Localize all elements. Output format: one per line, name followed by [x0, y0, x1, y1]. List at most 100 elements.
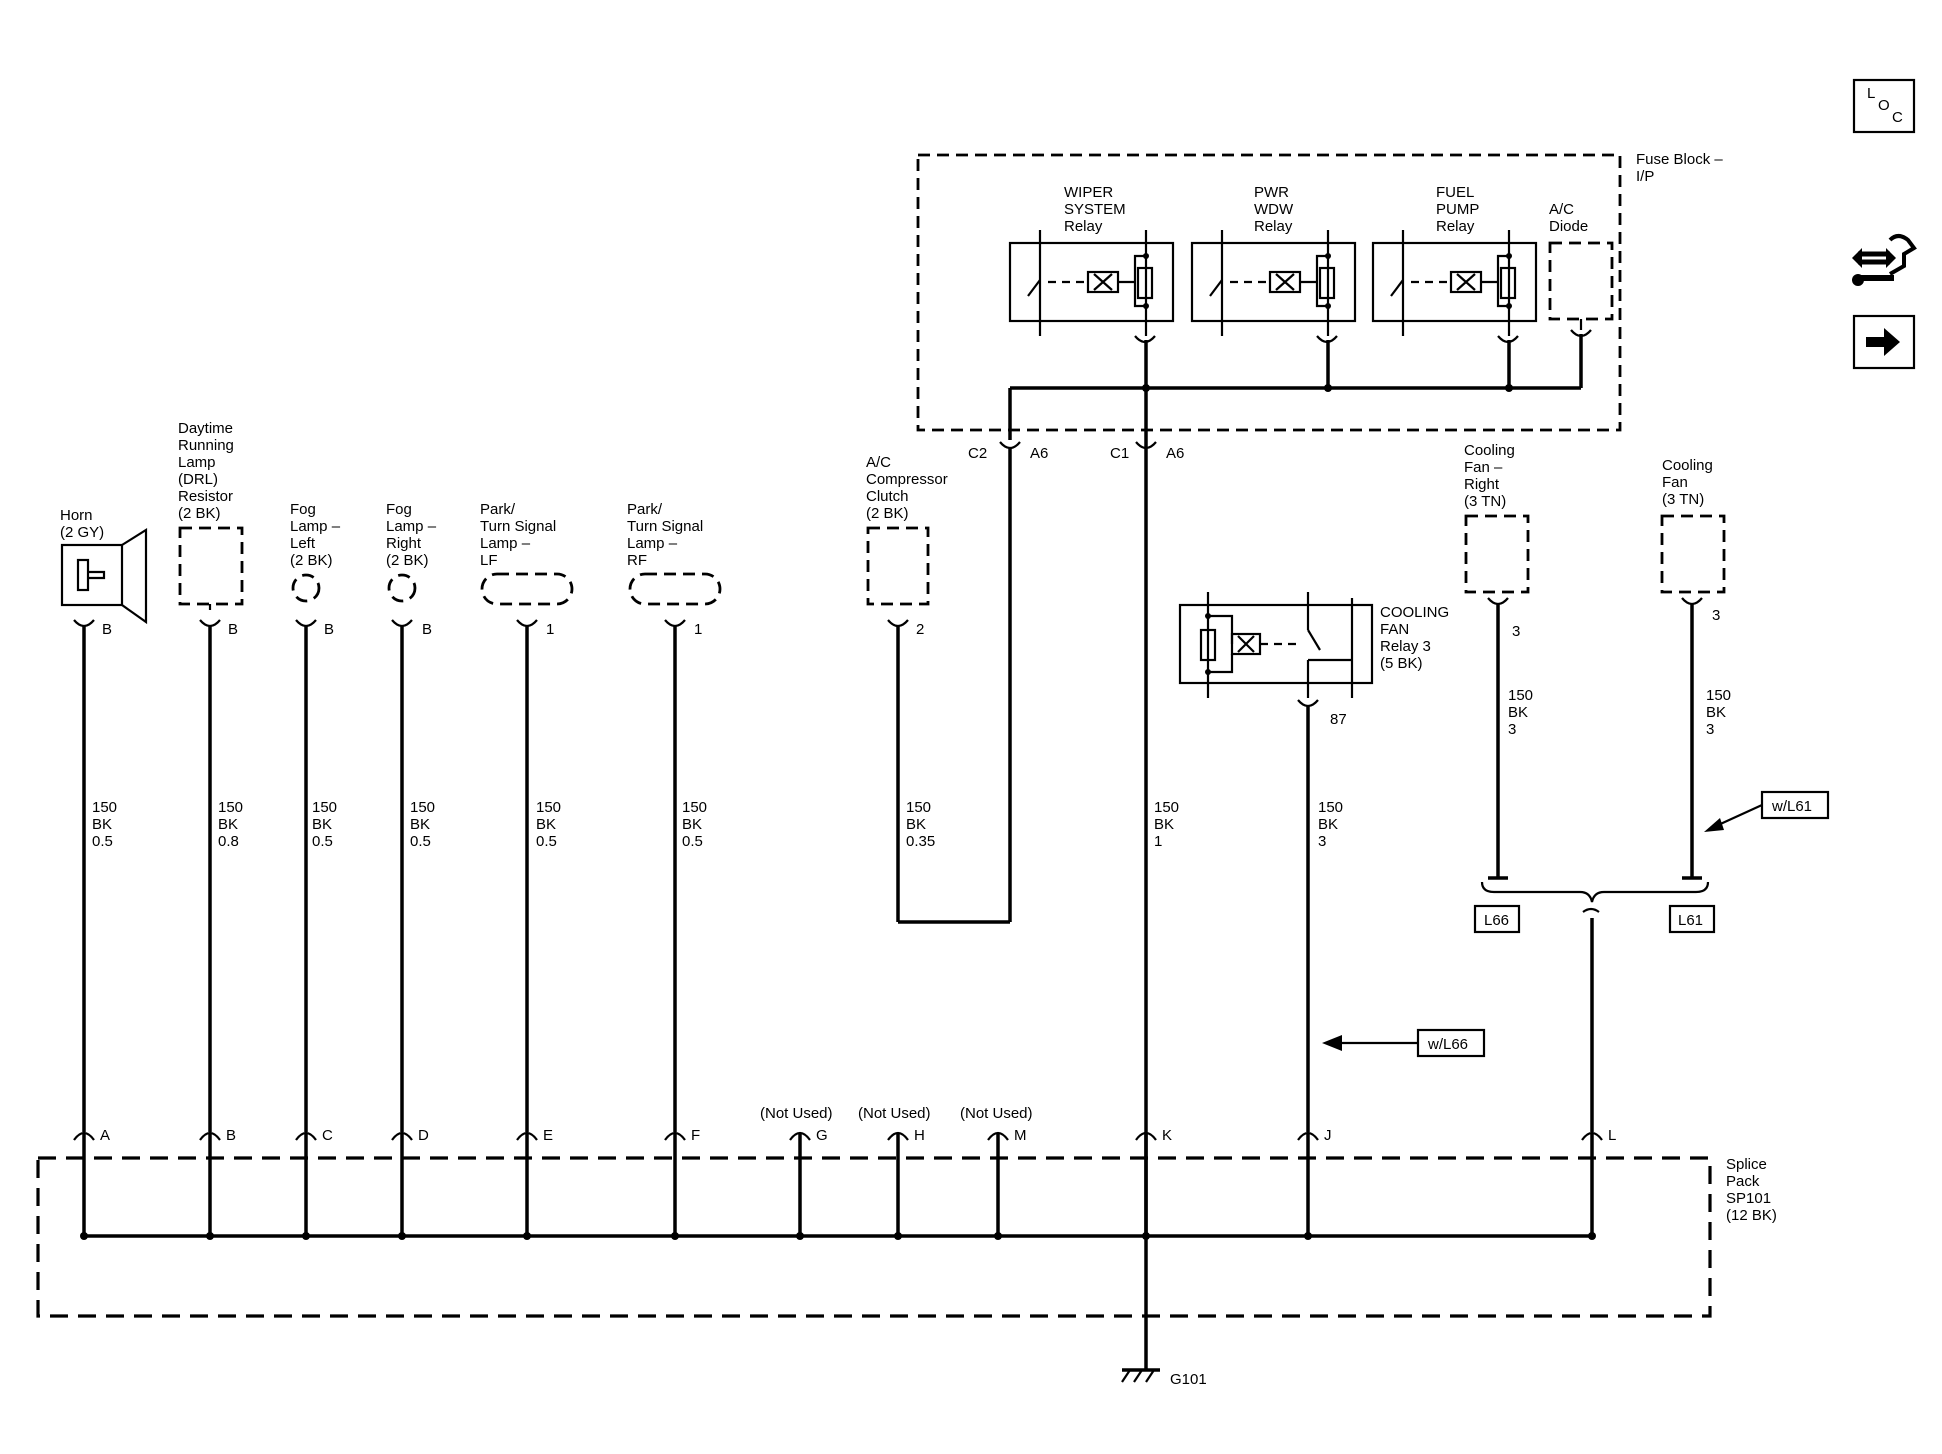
drl-pin: B	[228, 621, 238, 638]
wire-fan-relay-1: 150	[1318, 799, 1343, 816]
wire-horn-3: 0.5	[92, 833, 113, 850]
fuse-block-label-2: I/P	[1636, 168, 1654, 185]
fan-relay-pin: 87	[1330, 711, 1347, 728]
splice-pin-label: G	[816, 1127, 828, 1144]
wire-horn-2: BK	[92, 816, 112, 833]
wire-fan-right-3: 3	[1508, 721, 1516, 738]
splice-junction	[1588, 1232, 1596, 1240]
connector-c2: C2 A6	[968, 441, 1048, 462]
cooling-fan-relay-3: COOLING FAN Relay 3 (5 BK) 87	[1178, 592, 1449, 1132]
fan-relay-label-4: (5 BK)	[1380, 655, 1423, 672]
callout-wl61: w/L61	[1704, 790, 1830, 832]
fuel-label-2: PUMP	[1436, 201, 1479, 218]
fan-right-label-1: Cooling	[1464, 442, 1515, 459]
park-lf-label-3: Lamp –	[480, 535, 531, 552]
fog-left-label-4: (2 BK)	[290, 552, 333, 569]
splice-pin-label: J	[1324, 1127, 1332, 1144]
fan-relay-label-1: COOLING	[1380, 604, 1449, 621]
wire-fan-right-2: BK	[1508, 704, 1528, 721]
wiper-label-3: Relay	[1064, 218, 1103, 235]
splice-pin-arc	[516, 1131, 538, 1141]
fog-right-label-2: Lamp –	[386, 518, 437, 535]
wire-fan-right-1: 150	[1508, 687, 1533, 704]
fuse-block: Fuse Block – I/P WIPER SYSTEM Relay PWR …	[916, 151, 1723, 440]
splice-pin-label: A	[100, 1127, 110, 1144]
left-wires: B B B B 1 1 2	[73, 604, 924, 1132]
callout-wl61-label: w/L61	[1771, 798, 1812, 815]
drl-resistor: Daytime Running Lamp (DRL) Resistor (2 B…	[178, 420, 244, 606]
pwr-label-2: WDW	[1254, 201, 1294, 218]
connector-c2-label: C2	[968, 445, 987, 462]
drl-label-6: (2 BK)	[178, 505, 221, 522]
park-lf-label-1: Park/	[480, 501, 516, 518]
option-brace: L66 L61	[1473, 876, 1716, 1132]
fuse-block-label: Fuse Block –	[1636, 151, 1723, 168]
fan-right-label-4: (3 TN)	[1464, 493, 1506, 510]
wire-fog-right-2: BK	[410, 816, 430, 833]
fan-pin: 3	[1712, 607, 1720, 624]
splice-pin-arc	[1135, 1131, 1157, 1141]
fan-label-2: Fan	[1662, 474, 1688, 491]
splice-junction	[1304, 1232, 1312, 1240]
fog-left-label-3: Left	[290, 535, 316, 552]
wire-ac-clutch-1: 150	[906, 799, 931, 816]
tools-icon[interactable]	[1852, 234, 1917, 286]
drl-label-3: Lamp	[178, 454, 216, 471]
park-rf-label-2: Turn Signal	[627, 518, 703, 535]
callout-wl66-label: w/L66	[1427, 1036, 1468, 1053]
ac-compressor-clutch: A/C Compressor Clutch (2 BK)	[866, 454, 948, 606]
splice-pin-label: L	[1608, 1127, 1616, 1144]
park-rf-label-1: Park/	[627, 501, 663, 518]
drl-label-1: Daytime	[178, 420, 233, 437]
fog-lamp-right: Fog Lamp – Right (2 BK)	[386, 501, 437, 603]
horn-label-2: (2 GY)	[60, 524, 104, 541]
ground-label: G101	[1170, 1371, 1207, 1388]
fan-label-1: Cooling	[1662, 457, 1713, 474]
splice-junction	[206, 1232, 214, 1240]
splice-pin-label: M	[1014, 1127, 1027, 1144]
loc-icon-c: C	[1892, 109, 1903, 126]
loc-icon-o: O	[1878, 97, 1890, 114]
horn-pin: B	[102, 621, 112, 638]
park-rf-pin: 1	[694, 621, 702, 638]
diode-label-2: Diode	[1549, 218, 1588, 235]
splice-pin-arc	[887, 1131, 909, 1141]
splice-junction	[523, 1232, 531, 1240]
fog-right-label-4: (2 BK)	[386, 552, 429, 569]
pwr-label-3: Relay	[1254, 218, 1293, 235]
splice-pin-arc	[73, 1131, 95, 1141]
ground-g101: G101	[1121, 1368, 1207, 1388]
fog-right-label-3: Right	[386, 535, 422, 552]
wire-fog-left-2: BK	[312, 816, 332, 833]
option-l61: L61	[1678, 912, 1703, 929]
wire-drl-2: BK	[218, 816, 238, 833]
connector-c1-label: C1	[1110, 445, 1129, 462]
wire-ac-clutch-2: BK	[906, 816, 926, 833]
loc-icon[interactable]: L O C	[1852, 78, 1916, 134]
drl-label-2: Running	[178, 437, 234, 454]
splice-pin-arc	[295, 1131, 317, 1141]
fog-right-label-1: Fog	[386, 501, 412, 518]
fan-right-pin: 3	[1512, 623, 1520, 640]
wire-drl-1: 150	[218, 799, 243, 816]
arrow-right-icon[interactable]	[1852, 314, 1916, 370]
diode-label-1: A/C	[1549, 201, 1574, 218]
splice-junction	[796, 1232, 804, 1240]
ac-clutch-pin: 2	[916, 621, 924, 638]
wire-park-lf-2: BK	[536, 816, 556, 833]
wire-park-lf-1: 150	[536, 799, 561, 816]
drl-label-5: Resistor	[178, 488, 233, 505]
horn: Horn (2 GY)	[60, 507, 148, 625]
fuel-label-3: Relay	[1436, 218, 1475, 235]
wire-fan-relay-3: 3	[1318, 833, 1326, 850]
fan-right-label-2: Fan –	[1464, 459, 1503, 476]
connector-c1: C1 A6	[1110, 441, 1184, 462]
wiper-label-2: SYSTEM	[1064, 201, 1126, 218]
ac-clutch-label-2: Compressor	[866, 471, 948, 488]
splice-pin-arc	[391, 1131, 413, 1141]
park-lamp-lf: Park/ Turn Signal Lamp – LF	[480, 501, 574, 606]
wire-ac-clutch-3: 0.35	[906, 833, 935, 850]
wiper-label-1: WIPER	[1064, 184, 1113, 201]
ac-clutch-label-1: A/C	[866, 454, 891, 471]
